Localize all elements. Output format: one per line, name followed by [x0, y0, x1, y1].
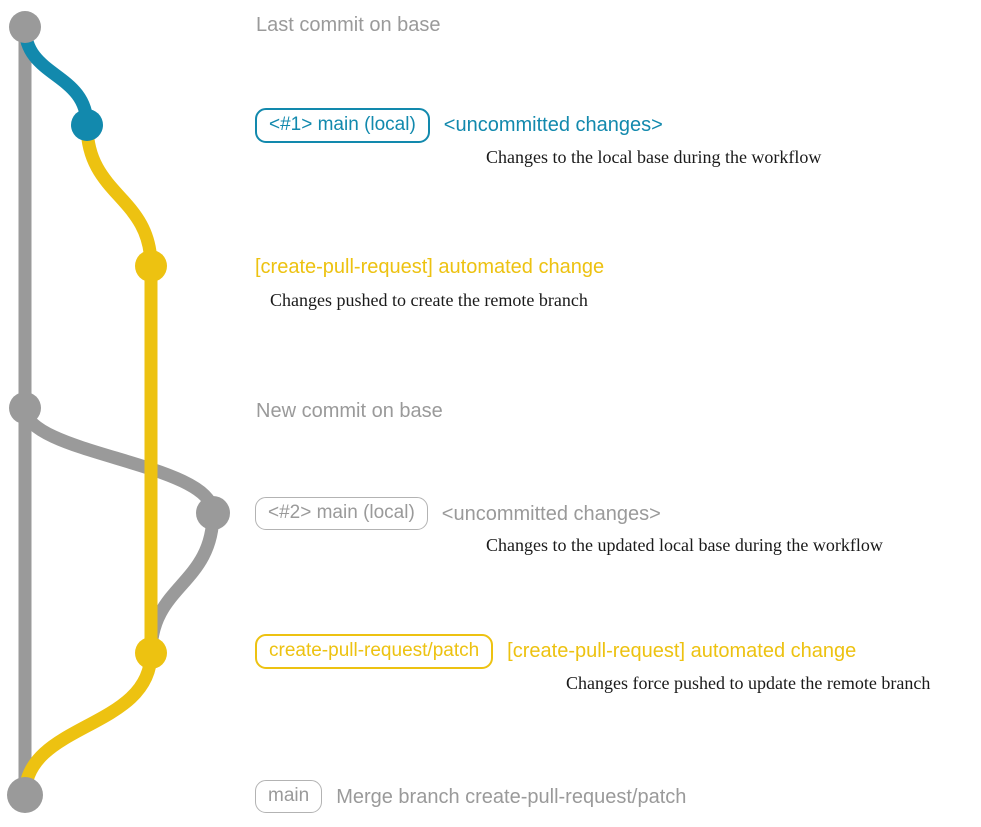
commit-node-local-main-1[interactable] [71, 109, 103, 141]
entry-subtext-local-2: Changes to the updated local base during… [486, 535, 883, 555]
section-title-new-commit-on-base: New commit on base [256, 400, 443, 422]
branch-pill-local-main-1[interactable]: <#1> main (local) [255, 108, 430, 143]
entry-merge: main Merge branch create-pull-request/pa… [255, 780, 686, 813]
commit-node-patch-create[interactable] [135, 250, 167, 282]
entry-remote-update: create-pull-request/patch [create-pull-r… [255, 634, 856, 669]
entry-subtext-remote-create: Changes pushed to create the remote bran… [270, 290, 588, 310]
branch-pill-main[interactable]: main [255, 780, 323, 813]
commit-node-local-main-2[interactable] [196, 496, 230, 530]
entry-headline-remote-create: [create-pull-request] automated change [255, 256, 605, 278]
commit-node-base-merge[interactable] [7, 777, 43, 813]
entry-local-1: <#1> main (local) <uncommitted changes> [255, 108, 663, 143]
entry-headline-merge: Merge branch create-pull-request/patch [336, 786, 687, 808]
entry-subtext-local-1: Changes to the local base during the wor… [486, 147, 822, 167]
entry-headline-local-2: <uncommitted changes> [441, 503, 661, 525]
entry-headline-local-1: <uncommitted changes> [443, 114, 663, 136]
entry-remote-create: [create-pull-request] automated change [255, 255, 604, 279]
commit-node-base-new[interactable] [9, 392, 41, 424]
gray-branch-line [18, 401, 220, 520]
entry-headline-remote-update: [create-pull-request] automated change [507, 640, 857, 662]
commit-node-base-last[interactable] [9, 11, 41, 43]
yellow-merge-line [18, 646, 158, 802]
branch-pill-create-pull-request-patch[interactable]: create-pull-request/patch [255, 634, 494, 669]
yellow-branch-line [80, 118, 158, 273]
entry-subtext-remote-update: Changes force pushed to update the remot… [566, 673, 931, 693]
entry-local-2: <#2> main (local) <uncommitted changes> [255, 497, 661, 530]
commit-node-patch-update[interactable] [135, 637, 167, 669]
section-title-last-commit-on-base: Last commit on base [256, 14, 441, 36]
branch-pill-local-main-2[interactable]: <#2> main (local) [255, 497, 428, 530]
